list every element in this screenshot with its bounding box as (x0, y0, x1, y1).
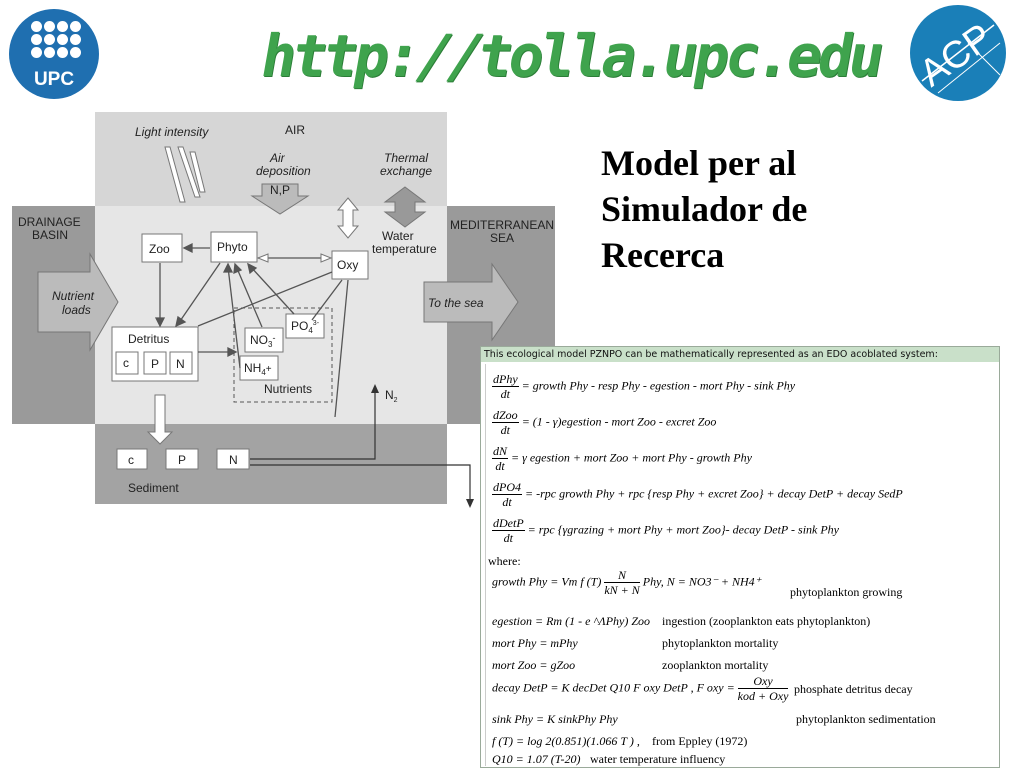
thermal-exchange-label: Thermal (384, 151, 428, 165)
burial-arrowhead-icon (466, 499, 474, 508)
sediment-p-label: P (178, 453, 186, 467)
phyto-label: Phyto (217, 240, 248, 254)
where-label: where: (488, 554, 521, 568)
detritus-label: Detritus (128, 332, 169, 346)
nutrients-group (233, 307, 333, 403)
oxy-label: Oxy (337, 258, 358, 272)
definition-q10: Q10 = 1.07 (T-20) (492, 752, 581, 766)
title-line: Model per al (601, 143, 797, 183)
denitrification-arrow (250, 387, 376, 460)
burial-arrow (250, 464, 471, 504)
detritus-p-label: P (151, 357, 159, 371)
detritus-c-box (115, 351, 139, 375)
water-temperature-label: temperature (372, 242, 437, 256)
definition-egestion-desc: ingestion (zooplankton eats phytoplankto… (662, 614, 871, 628)
n2-arrowhead-icon (371, 384, 379, 393)
definition-q10-desc: water temperature influency (590, 752, 726, 766)
definition-ft: f (T) = log 2(0.851)(1.066 T ) , (492, 734, 640, 748)
sediment-n-label: N (229, 453, 238, 467)
definition-ft-desc: from Eppley (1972) (652, 734, 748, 748)
to-the-sea-label: To the sea (428, 296, 484, 310)
zoo-label: Zoo (149, 242, 170, 256)
definition-sink-desc: phytoplankton sedimentation (796, 712, 936, 726)
nutrient-loads-label: loads (62, 303, 91, 317)
nh4-label: NH4+ (244, 361, 272, 377)
flow-arrows (154, 242, 349, 418)
definition-decay-desc: phosphate detritus decay (794, 682, 913, 696)
acp-logo: ACP (910, 5, 1006, 101)
upc-logo: UPC (9, 9, 99, 99)
air-deposition-label: Air (269, 151, 286, 165)
zoo-box (141, 233, 183, 263)
sediment-c-label: c (128, 453, 134, 467)
definition-growth-desc: phytoplankton growing (790, 585, 903, 599)
exchange-arrowhead-icon (256, 253, 269, 263)
to-the-sea-arrow-icon (423, 262, 519, 342)
ecosystem-diagram: AIR Light intensity Air deposition N,P T… (12, 112, 555, 508)
thermal-exchange-label: exchange (380, 164, 432, 178)
equations-header: This ecological model PZNPO can be mathe… (481, 347, 999, 362)
drainage-basin-label: BASIN (32, 228, 68, 242)
title-line: Simulador de (601, 189, 808, 229)
po4-label: PO43- (291, 319, 320, 335)
no3-label: NO3- (250, 333, 275, 349)
detritus-p-box (143, 351, 167, 375)
light-intensity-label: Light intensity (135, 125, 209, 139)
phyto-box (210, 231, 258, 263)
sedimentation-arrow-icon (146, 394, 174, 445)
mediterranean-sea-label: MEDITERRANEAN (450, 218, 554, 232)
definition-mort-zoo: mort Zoo = gZoo (492, 658, 576, 672)
definition-mort-phy: mort Phy = mPhy (492, 636, 578, 650)
sediment-label: Sediment (128, 481, 179, 495)
nutrients-label: Nutrients (264, 382, 312, 396)
definition-mort-zoo-desc: zooplankton mortality (662, 658, 769, 672)
po4-box (285, 313, 325, 339)
definition-sink: sink Phy = K sinkPhy Phy (492, 712, 618, 726)
vertical-exchange-arrow-icon (336, 197, 360, 239)
mediterranean-sea-label: SEA (490, 231, 514, 245)
site-url: http://tolla.upc.edu (256, 22, 887, 90)
nutrient-loads-arrow-icon (37, 252, 119, 352)
detritus-n-box (169, 351, 193, 375)
definition-decay: decay DetP = K decDet Q10 F oxy DetP , F… (492, 674, 789, 703)
sediment-p-box (165, 448, 199, 470)
air-deposition-label: deposition (256, 164, 311, 178)
drainage-basin-label: DRAINAGE (18, 215, 81, 229)
detritus-n-label: N (176, 357, 185, 371)
deposition-arrow-icon (250, 183, 310, 215)
upc-logo-text: UPC (33, 69, 75, 90)
title-line: Recerca (601, 235, 725, 275)
nh4-box (239, 355, 279, 381)
sediment-n-box (216, 448, 250, 470)
equations-panel: This ecological model PZNPO can be mathe… (480, 346, 1000, 768)
oxy-box (331, 250, 369, 280)
n2-label: N2 (385, 388, 398, 404)
thermal-exchange-arrow-icon (383, 186, 427, 228)
sediment-c-box (116, 448, 148, 470)
light-rays-icon (164, 146, 206, 203)
no3-box (244, 327, 284, 353)
exchange-arrowhead-icon (320, 253, 333, 263)
definition-egestion: egestion = Rm (1 - e ^ΛPhy) Zoo (492, 614, 651, 628)
nutrient-loads-label: Nutrient (52, 289, 95, 303)
slide-title: Model per al Simulador de Recerca (601, 140, 861, 278)
water-temperature-label: Water (382, 229, 414, 243)
detritus-c-label: c (123, 356, 129, 370)
np-label: N,P (270, 183, 290, 197)
definition-mort-phy-desc: phytoplankton mortality (662, 636, 779, 650)
air-label: AIR (285, 123, 305, 137)
